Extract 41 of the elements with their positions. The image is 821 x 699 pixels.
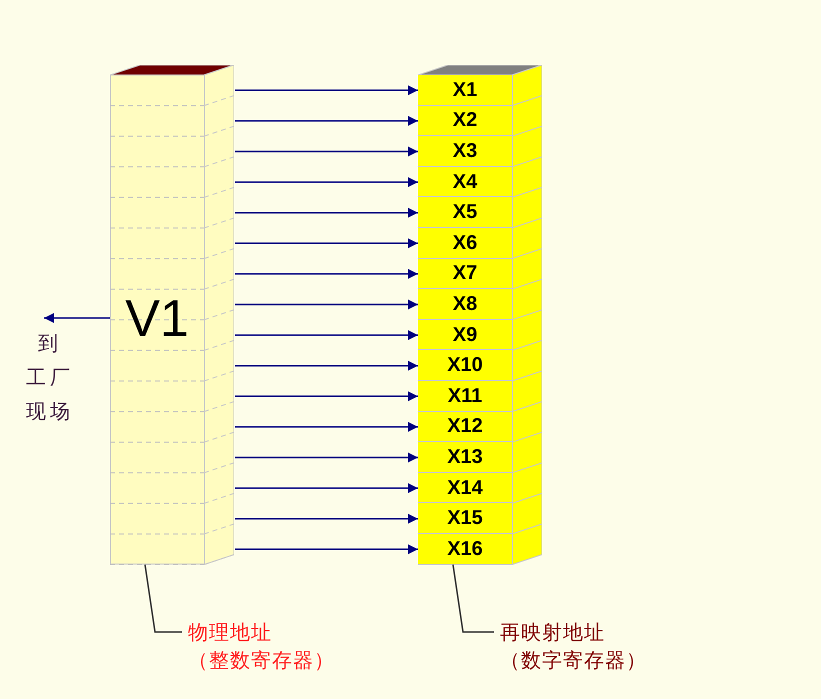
arrow bbox=[235, 116, 418, 126]
leader-line bbox=[452, 564, 494, 633]
arrow bbox=[235, 177, 418, 188]
address-label: 物理地址 bbox=[188, 619, 272, 646]
arrow bbox=[235, 360, 418, 371]
arrow bbox=[235, 391, 418, 402]
arrow bbox=[235, 300, 418, 310]
arrow bbox=[235, 422, 418, 432]
register-cell: X6 bbox=[418, 228, 512, 259]
destination-text: 到工厂现场 bbox=[26, 326, 76, 428]
register-cell: X15 bbox=[418, 503, 512, 534]
register-cell: X4 bbox=[418, 166, 512, 198]
arrow bbox=[235, 452, 418, 462]
arrow bbox=[44, 313, 110, 323]
arrow bbox=[235, 268, 418, 279]
leader-line bbox=[144, 564, 182, 633]
register-cell: X14 bbox=[418, 472, 512, 504]
register-cell: X9 bbox=[418, 320, 512, 350]
arrow bbox=[235, 85, 418, 96]
arrow bbox=[235, 514, 418, 524]
arrow bbox=[235, 544, 418, 554]
arrow bbox=[235, 208, 418, 218]
arrow bbox=[235, 146, 418, 156]
register-cell: X13 bbox=[418, 442, 512, 473]
register-cell: X5 bbox=[418, 197, 512, 228]
register-cell: X8 bbox=[418, 289, 512, 320]
arrow bbox=[235, 330, 418, 340]
register-cell: X12 bbox=[418, 412, 512, 442]
register-cell: X2 bbox=[418, 106, 512, 136]
register-column-block bbox=[418, 65, 542, 565]
register-cell: X16 bbox=[418, 534, 512, 565]
address-label: 再映射地址 bbox=[500, 619, 605, 646]
arrow bbox=[235, 238, 418, 248]
address-label-note: （数字寄存器） bbox=[500, 647, 647, 674]
register-cell: X3 bbox=[418, 136, 512, 167]
arrow bbox=[235, 483, 418, 494]
address-label-note: （整数寄存器） bbox=[188, 647, 335, 674]
register-cell: X7 bbox=[418, 258, 512, 290]
register-cell: X1 bbox=[418, 75, 512, 106]
register-cell: X11 bbox=[418, 381, 512, 412]
register-cell: X10 bbox=[418, 350, 512, 381]
